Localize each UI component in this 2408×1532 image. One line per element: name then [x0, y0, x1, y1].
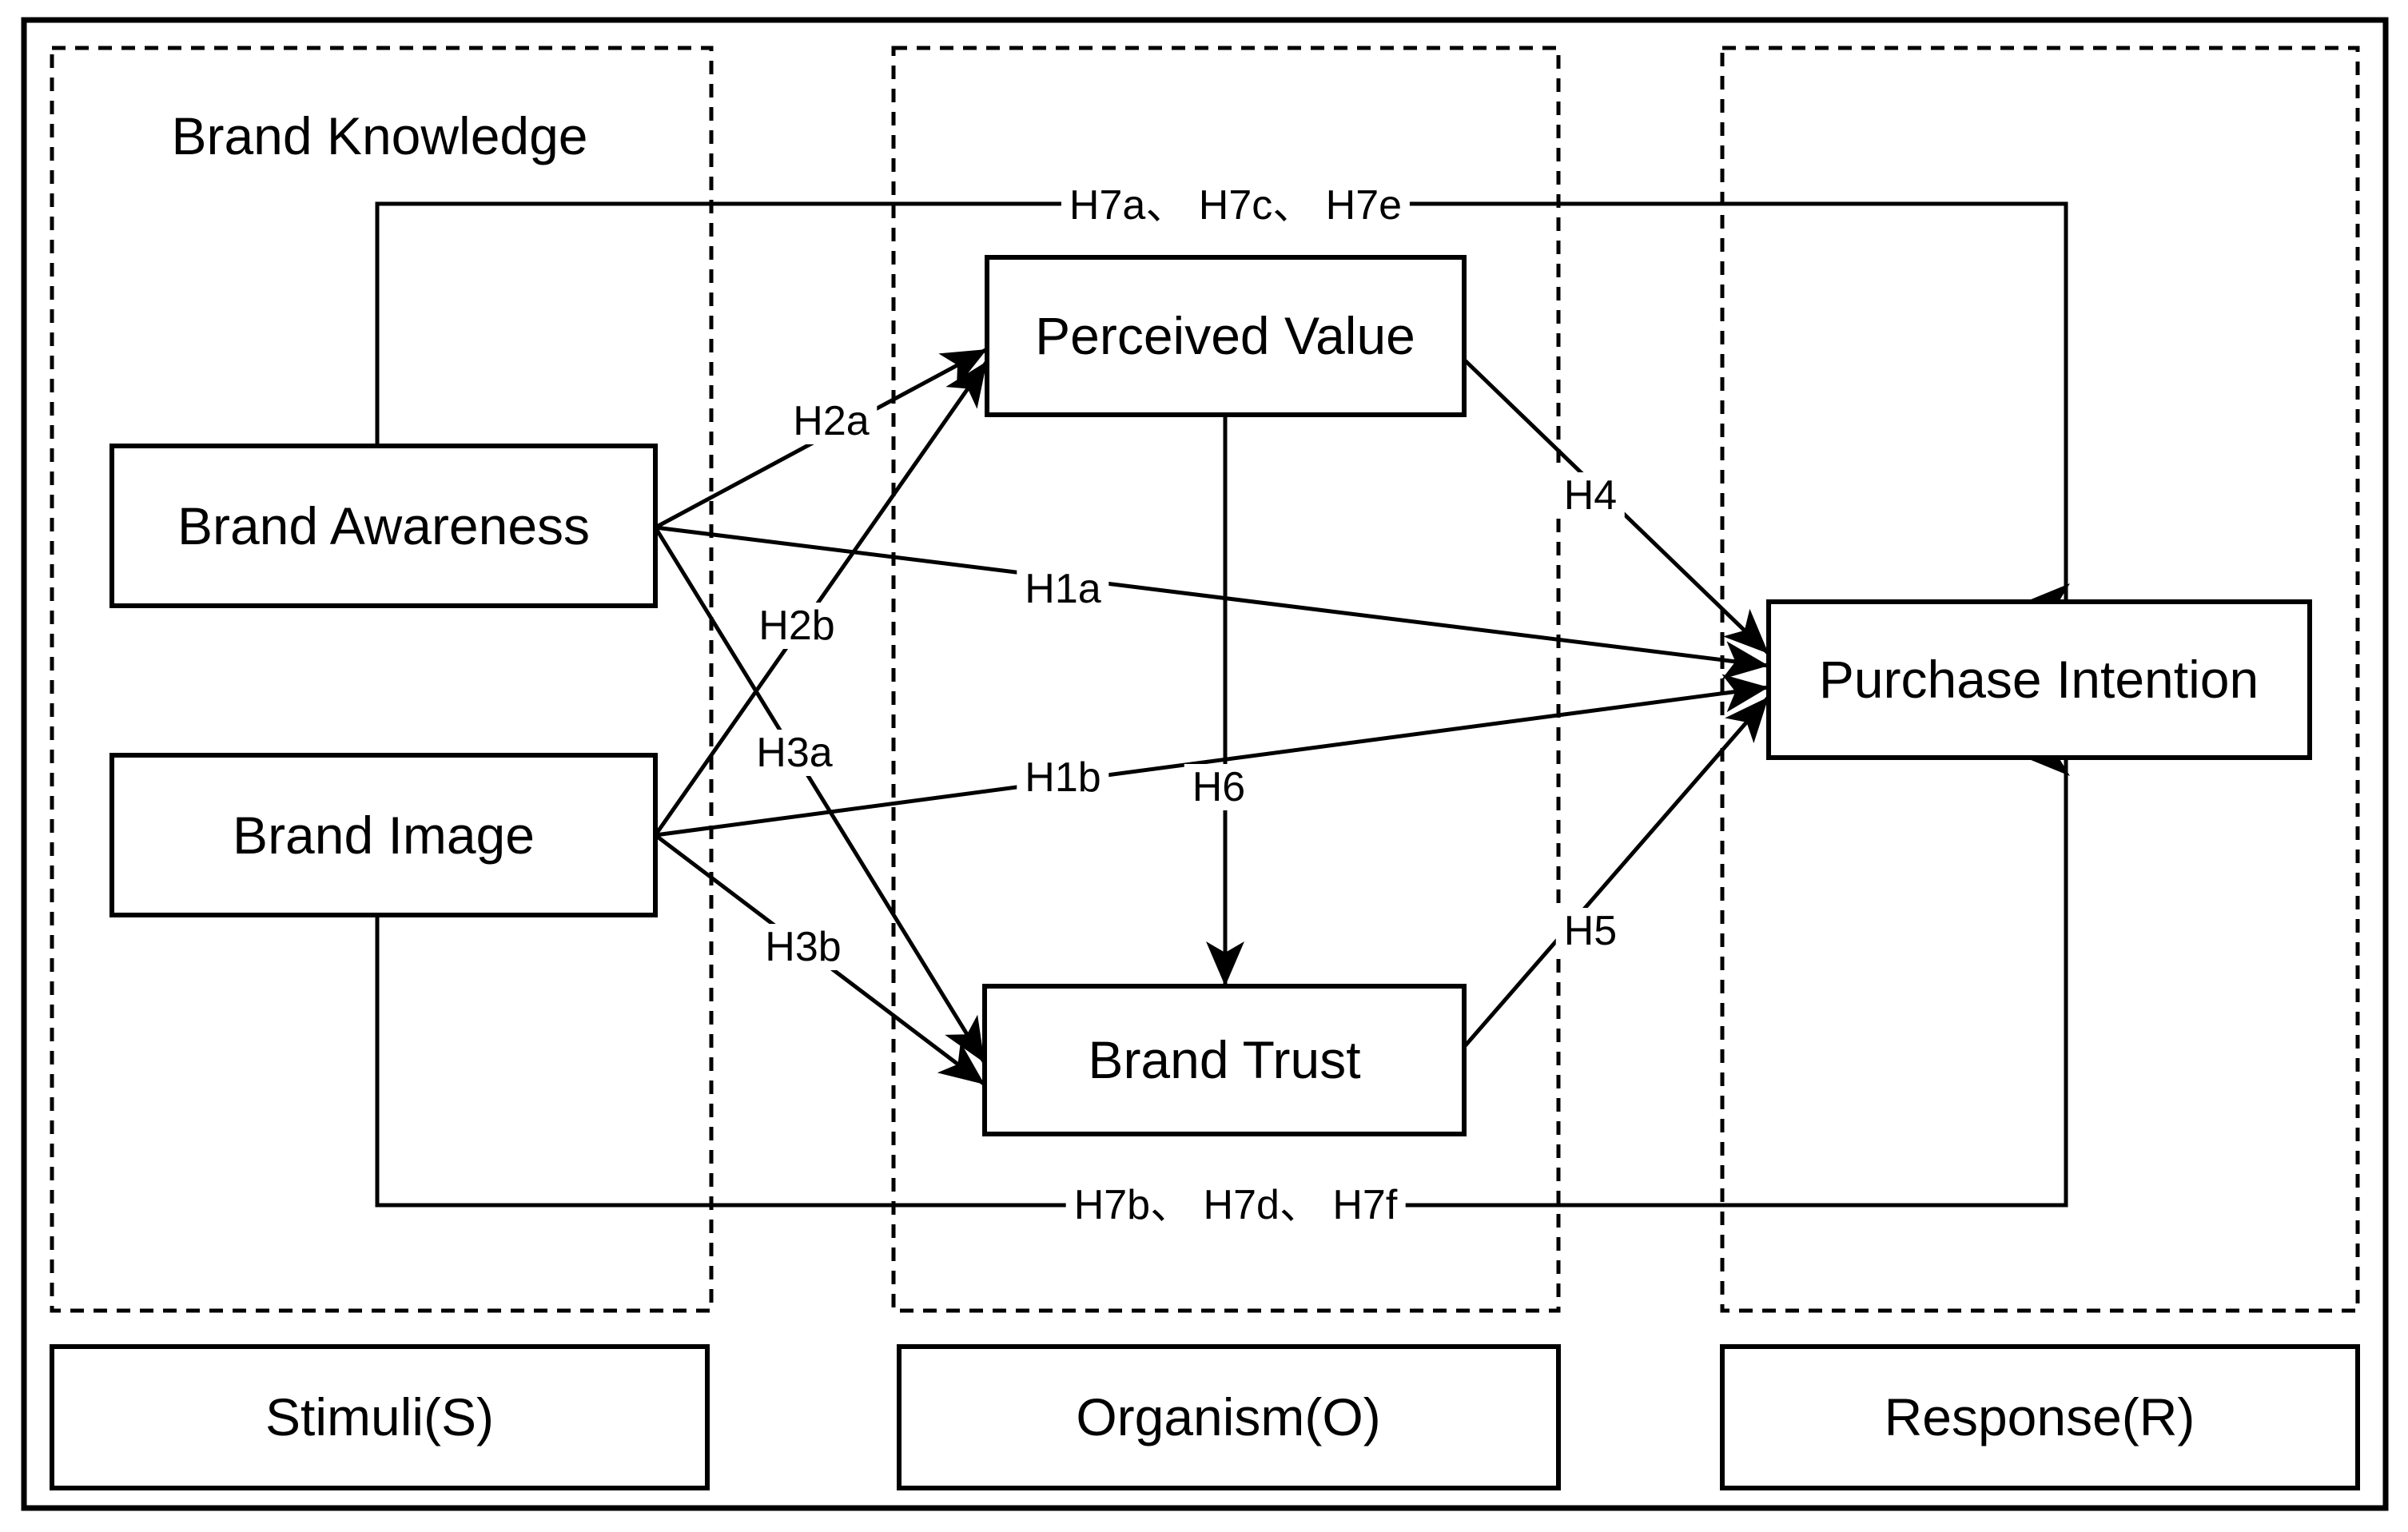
h2b-label: H2b — [750, 603, 843, 649]
stimuli-label-box — [50, 1344, 710, 1490]
purchase-intention-box — [1766, 599, 2312, 760]
response-label-box — [1720, 1344, 2360, 1490]
perceived-value-label: Perceived Value — [1035, 306, 1415, 365]
h1b-arrow — [655, 674, 1769, 838]
h7-top-label: H7a、 H7c、 H7e — [1061, 182, 1411, 229]
outer-border — [21, 17, 2389, 1511]
brand-image-box — [109, 753, 658, 917]
brand-trust-label: Brand Trust — [1088, 1030, 1361, 1089]
purchase-intention-label: Purchase Intention — [1818, 650, 2259, 709]
organism-label-box — [897, 1344, 1561, 1490]
h7-bottom-label: H7b、 H7d、 H7f — [1065, 1182, 1406, 1228]
h3a-arrow — [653, 526, 987, 1064]
brand-knowledge-title: Brand Knowledge — [171, 106, 588, 165]
h5-arrow — [1463, 695, 1770, 1049]
h6-label: H6 — [1184, 764, 1254, 810]
brand-awareness-box — [109, 444, 658, 608]
h1b-label: H1b — [1017, 754, 1109, 801]
h5-label: H5 — [1555, 908, 1626, 954]
stimuli-section-label: Stimuli(S) — [265, 1387, 495, 1446]
organism-region-box — [891, 46, 1561, 1313]
h3a-label: H3a — [748, 730, 841, 776]
brand-awareness-label: Brand Awareness — [177, 496, 591, 555]
response-section-label: Response(R) — [1884, 1387, 2195, 1446]
h2b-arrow — [653, 360, 989, 837]
stimuli-region-box — [50, 46, 714, 1313]
brand-trust-box — [982, 984, 1467, 1136]
h2a-label: H2a — [785, 398, 878, 444]
h1a-arrow — [655, 525, 1769, 679]
h3b-label: H3b — [757, 924, 850, 970]
brand-image-label: Brand Image — [233, 806, 535, 865]
organism-section-label: Organism(O) — [1076, 1387, 1381, 1446]
h1a-label: H1a — [1017, 566, 1109, 612]
h4-label: H4 — [1555, 472, 1626, 519]
